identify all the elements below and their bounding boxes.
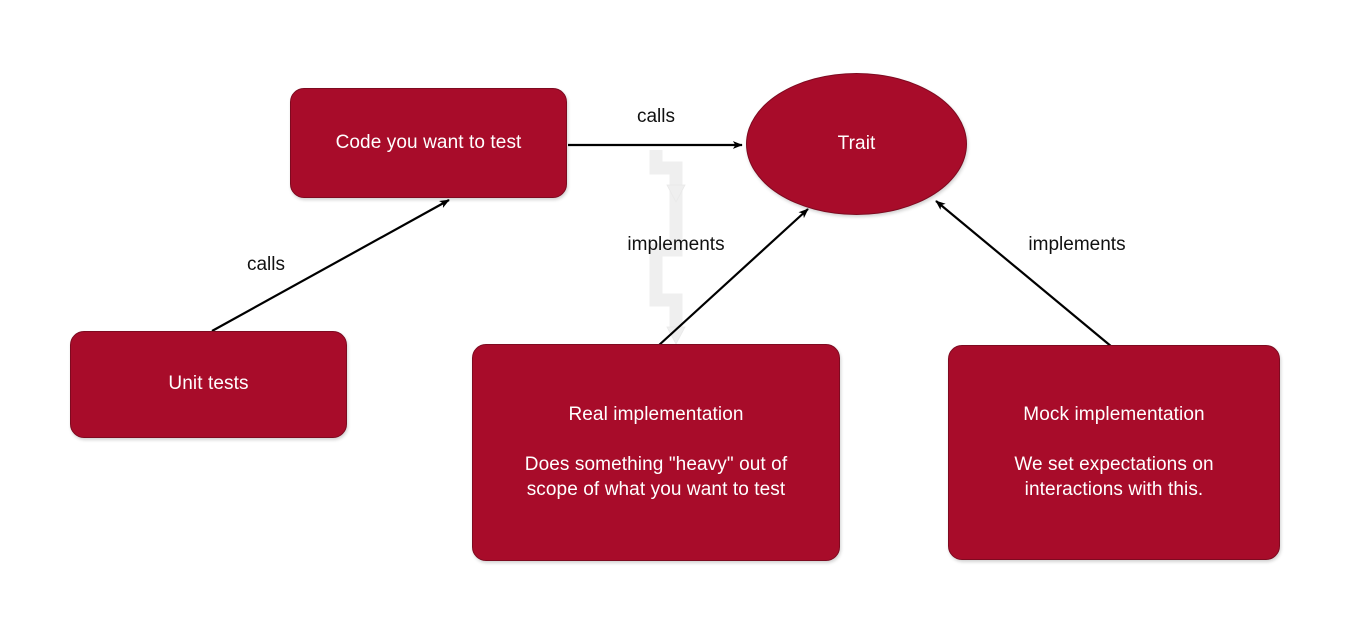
node-title: Mock implementation — [1023, 404, 1205, 426]
node-unit-tests[interactable]: Unit tests — [70, 331, 347, 438]
node-real-implementation[interactable]: Real implementation Does something "heav… — [472, 344, 840, 561]
node-detail-line-2: scope of what you want to test — [526, 478, 786, 500]
node-detail-line-2: interactions with this. — [1024, 478, 1204, 500]
node-code-you-want-to-test[interactable]: Code you want to test — [290, 88, 567, 198]
node-label: Unit tests — [168, 373, 249, 395]
node-trait[interactable]: Trait — [746, 73, 967, 215]
edge-label-calls-unit-tests-to-code: calls — [246, 254, 286, 275]
edge-label-implements-mock: implements — [1028, 234, 1126, 255]
node-label: Code you want to test — [335, 131, 522, 153]
edge-label-calls-code-to-trait: calls — [636, 106, 676, 127]
edge-real-impl-to-trait — [657, 208, 809, 347]
node-detail-line-1: Does something "heavy" out of — [524, 454, 788, 476]
node-title: Real implementation — [568, 404, 744, 426]
node-label: Trait — [837, 132, 876, 154]
node-detail-line-1: We set expectations on — [1014, 454, 1214, 476]
edge-label-implements-real: implements — [627, 234, 725, 255]
node-mock-implementation[interactable]: Mock implementation We set expectations … — [948, 345, 1280, 560]
edge-mock-impl-to-trait — [935, 200, 1113, 348]
node-detail: Does something "heavy" out of scope of w… — [511, 453, 801, 502]
node-detail: We set expectations on interactions with… — [1000, 453, 1227, 502]
